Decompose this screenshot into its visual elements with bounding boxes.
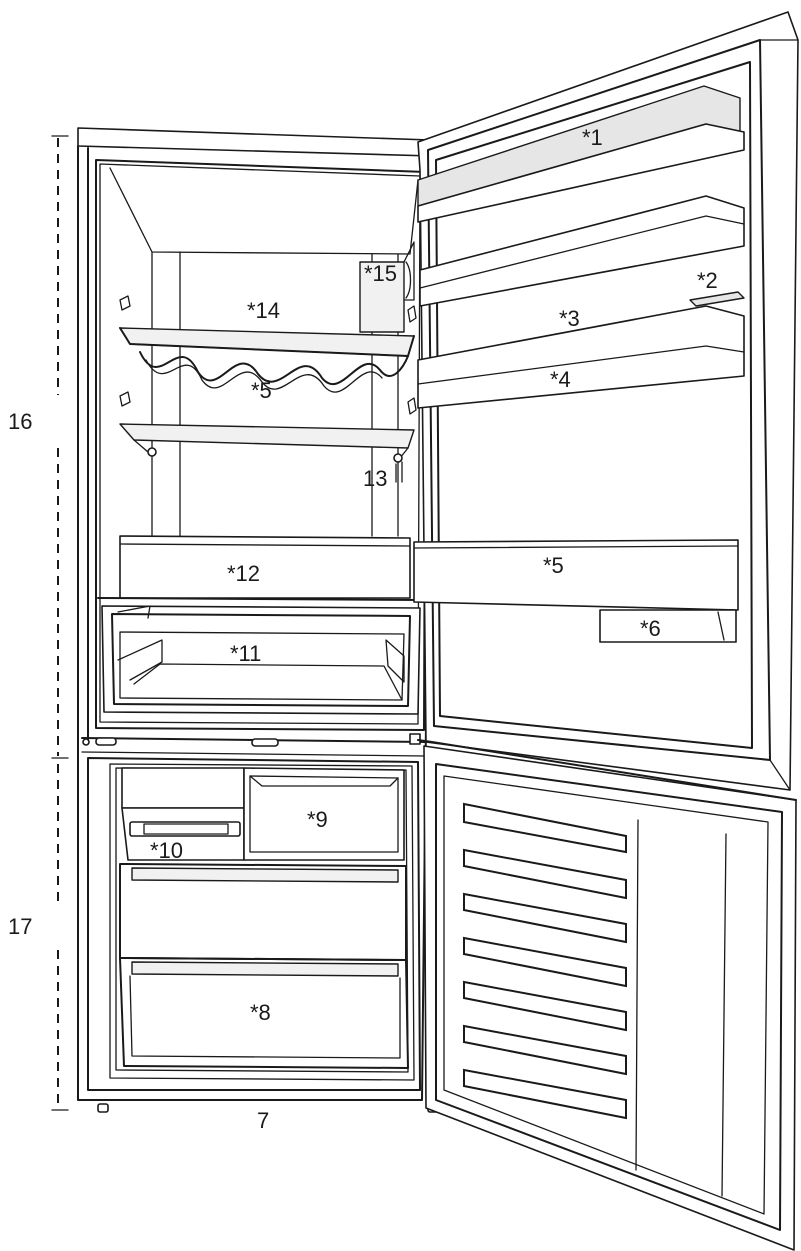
label-fridge-cavity: *14 (247, 298, 280, 323)
label-door-bottle-shelf: *5 (543, 553, 564, 578)
crisper-drawer (101, 605, 421, 715)
freezer-drawer-bottom (119, 957, 409, 1069)
light-unit (359, 241, 415, 333)
label-crisper-cover: *12 (227, 561, 260, 586)
ice-tray (129, 821, 241, 837)
label-freezer-compartment: 17 (8, 914, 32, 939)
label-door-shelf-middle: *3 (559, 306, 580, 331)
label-fridge-compartment: 16 (8, 409, 32, 434)
bottle-rack (119, 327, 415, 393)
freezer-drawer-middle (119, 863, 407, 961)
label-door-small-shelf: *6 (640, 616, 661, 641)
label-egg-tray: *2 (697, 268, 718, 293)
fridge-door (409, 11, 799, 791)
label-door-shelf-top: *1 (582, 125, 603, 150)
label-door-shelf-lower: *4 (550, 367, 571, 392)
label-crisper-drawer: *11 (230, 641, 261, 666)
label-adjustable-feet: 7 (257, 1108, 269, 1133)
label-glass-shelf: 13 (363, 466, 387, 491)
label-light-unit: *15 (364, 261, 397, 286)
label-bottle-rack: *5 (251, 378, 272, 403)
crisper-cover (97, 535, 421, 601)
label-freezer-drawer-bottom: *8 (250, 1000, 271, 1025)
label-freezer-drawer-top: *9 (307, 807, 328, 832)
fridge-height-bracket (51, 135, 69, 759)
label-ice-tray: *10 (150, 838, 183, 863)
shelf-supports (119, 295, 417, 415)
cabinet-body (77, 127, 439, 1113)
glass-shelf (119, 423, 415, 483)
callout-labels: *1 *2 *3 *4 *14 *15 *5 13 16 *12 *5 *6 *… (8, 125, 718, 1133)
freezer-drawer-top (243, 767, 405, 861)
freezer-height-bracket (51, 764, 69, 1111)
freezer-door-slots (463, 802, 627, 1120)
